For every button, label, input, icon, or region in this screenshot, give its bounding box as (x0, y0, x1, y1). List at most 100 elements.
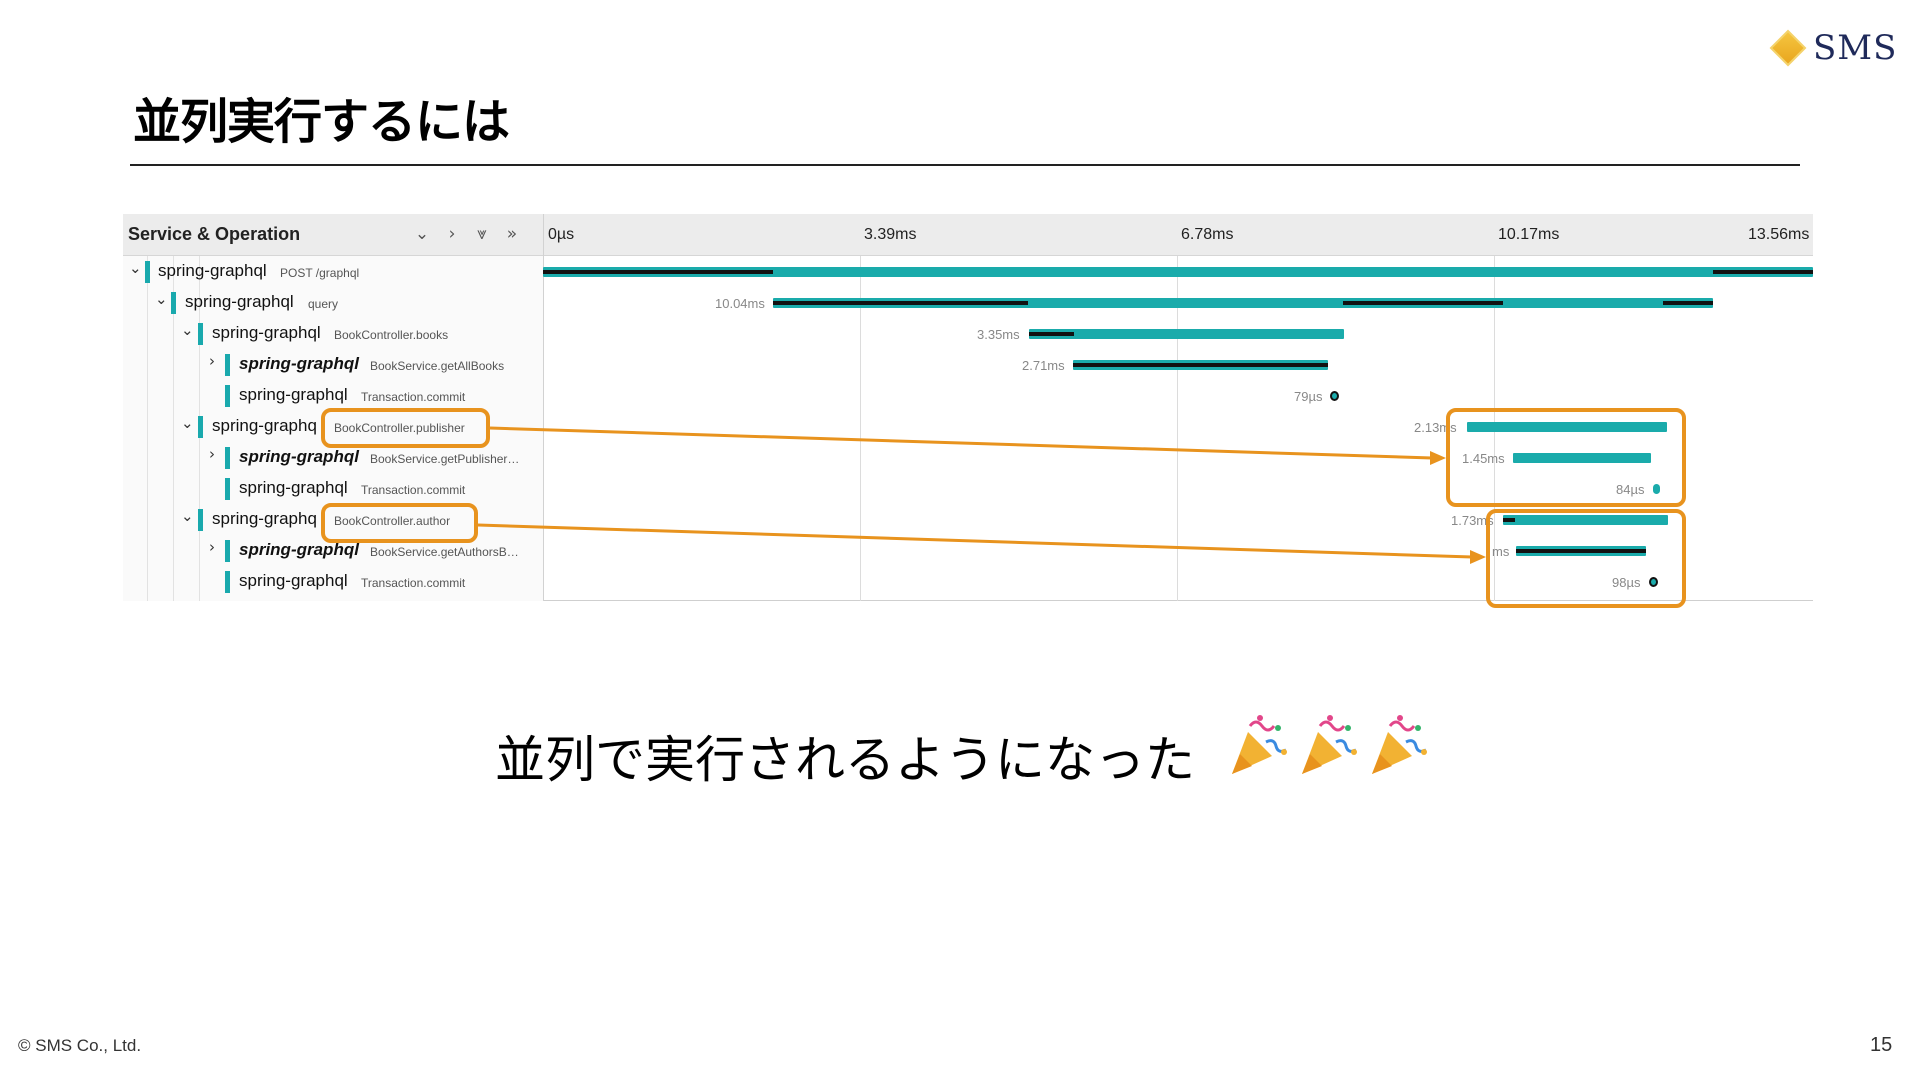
span-row[interactable]: spring-graphql Transaction.commit (123, 567, 543, 598)
span-row[interactable]: ⌄ spring-graphql POST /graphql (123, 257, 543, 288)
service-color-bar (198, 509, 203, 531)
author-highlight-box (321, 503, 478, 543)
span-duration: 98µs (1612, 575, 1641, 590)
collapse-all-icon[interactable]: ⩔ (477, 224, 487, 244)
service-name: spring-graphql (158, 261, 267, 280)
span-self-time (1073, 363, 1328, 367)
party-popper-icon (1372, 715, 1427, 774)
span-dot[interactable] (1649, 577, 1658, 587)
service-color-bar (145, 261, 150, 283)
service-color-bar (225, 354, 230, 376)
span-self-time (773, 301, 1028, 305)
caption-text: 並列で実行されるようになった (495, 731, 1195, 789)
service-name: spring-graphql (239, 447, 359, 466)
party-popper-icon (1302, 715, 1357, 774)
tick-label: 13.56ms (1748, 226, 1810, 243)
span-self-time (1503, 518, 1515, 522)
span-bar[interactable] (543, 267, 1813, 277)
span-self-time (1713, 270, 1813, 274)
tree-controls: ⌄ › ⩔ » (411, 220, 523, 248)
tick-label: 10.17ms (1498, 226, 1560, 243)
span-row[interactable]: ⌄ spring-graphql query (123, 288, 543, 319)
span-row[interactable]: spring-graphql Transaction.commit (123, 474, 543, 505)
operation-name: query (308, 297, 339, 311)
tick-label: 6.78ms (1181, 226, 1234, 243)
span-self-time (1029, 332, 1074, 336)
sms-logo: SMS (1769, 28, 1897, 68)
service-column (123, 256, 543, 601)
tick-label: 3.39ms (864, 226, 917, 243)
span-row[interactable]: ⌄ spring-graphq BookController.publisher (123, 412, 543, 443)
operation-name: Transaction.commit (361, 576, 466, 590)
trace-header: Service & Operation ⌄ › ⩔ » 0µs 3.39ms 6… (123, 214, 1813, 256)
page-number: 15 (1870, 1034, 1893, 1056)
span-bar[interactable] (1467, 422, 1667, 432)
expand-all-icon[interactable]: » (506, 224, 518, 244)
span-self-time (1663, 301, 1713, 305)
service-name: spring-graphql (239, 540, 359, 559)
span-bar[interactable] (1503, 515, 1668, 525)
operation-name: BookService.getPublisher… (370, 452, 520, 466)
copyright: © SMS Co., Ltd. (18, 1036, 142, 1055)
service-name: spring-graphq (212, 509, 317, 528)
publisher-timeline-highlight (1446, 408, 1686, 507)
service-name: spring-graphql (239, 354, 359, 373)
operation-name: Transaction.commit (361, 483, 466, 497)
operation-name: BookController.books (334, 328, 449, 342)
span-bar[interactable] (773, 298, 1713, 308)
service-name: spring-graphql (185, 292, 294, 311)
service-operation-header: Service & Operation (128, 224, 301, 244)
span-bar[interactable] (1029, 329, 1344, 339)
chevron-down-icon[interactable]: ⌄ (181, 414, 194, 432)
chevron-down-icon[interactable]: ⌄ (181, 321, 194, 339)
chevron-down-icon[interactable]: ⌄ (155, 290, 168, 308)
service-color-bar (225, 385, 230, 407)
publisher-highlight-box (321, 408, 490, 448)
chevron-right-icon[interactable]: › (209, 445, 215, 463)
span-row[interactable]: › spring-graphql BookService.getPublishe… (123, 443, 543, 474)
operation-name: BookService.getAuthorsB… (370, 545, 519, 559)
span-duration: 1.45ms (1462, 451, 1505, 466)
party-popper-icon (1232, 715, 1287, 774)
span-duration: 79µs (1294, 389, 1323, 404)
operation-name: BookController.publisher (334, 421, 465, 435)
span-row[interactable]: › spring-graphql BookService.getAllBooks (123, 350, 543, 381)
span-bar[interactable] (1653, 484, 1660, 494)
chevron-down-icon[interactable]: ⌄ (129, 259, 142, 277)
span-duration: 10.04ms (715, 296, 765, 311)
service-color-bar (225, 540, 230, 562)
span-row[interactable]: spring-graphql Transaction.commit (123, 381, 543, 412)
service-name: spring-graphql (239, 478, 348, 497)
service-name: spring-graphql (239, 571, 348, 590)
operation-name: Transaction.commit (361, 390, 466, 404)
span-duration: 3.35ms (977, 327, 1020, 342)
span-duration: 2.71ms (1022, 358, 1065, 373)
span-self-time (543, 270, 773, 274)
service-color-bar (171, 292, 176, 314)
expand-one-icon[interactable]: › (448, 224, 456, 244)
span-row[interactable]: ⌄ spring-graphq BookController.author (123, 505, 543, 536)
collapse-one-icon[interactable]: ⌄ (414, 224, 430, 244)
service-name: spring-graphql (239, 385, 348, 404)
title-divider (130, 164, 1800, 166)
service-name: spring-graphq (212, 416, 317, 435)
span-duration: 84µs (1616, 482, 1645, 497)
slide-title: 並列実行するには (133, 94, 510, 150)
chevron-right-icon[interactable]: › (209, 538, 215, 556)
span-duration: ms (1492, 544, 1510, 559)
tick-label: 0µs (548, 226, 575, 243)
chevron-right-icon[interactable]: › (209, 352, 215, 370)
trace-panel: Service & Operation ⌄ › ⩔ » 0µs 3.39ms 6… (123, 214, 1813, 601)
span-bar[interactable] (1513, 453, 1651, 463)
logo-diamond-icon (1769, 29, 1807, 67)
column-divider[interactable] (543, 214, 544, 601)
operation-name: POST /graphql (280, 266, 360, 280)
span-dot[interactable] (1330, 391, 1339, 401)
service-color-bar (198, 416, 203, 438)
chevron-down-icon[interactable]: ⌄ (181, 507, 194, 525)
operation-name: BookController.author (334, 514, 451, 528)
span-row[interactable]: ⌄ spring-graphql BookController.books (123, 319, 543, 350)
tree-guide (173, 256, 174, 601)
span-self-time (1343, 301, 1503, 305)
service-color-bar (198, 323, 203, 345)
